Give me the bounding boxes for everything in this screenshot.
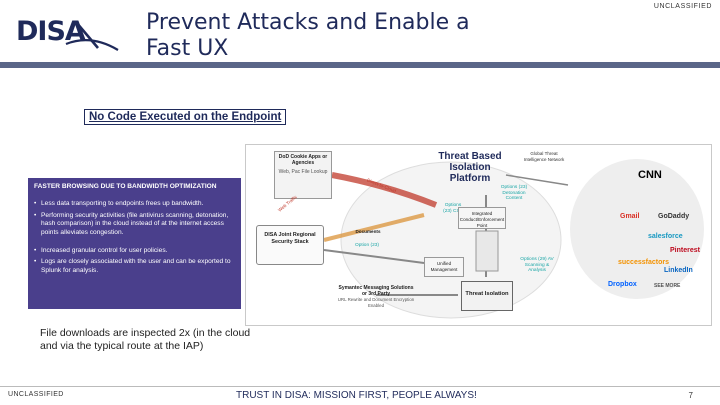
unified-management-box: Unified Management — [424, 257, 464, 277]
benefits-list-1: Less data transporting to endpoints free… — [34, 200, 235, 237]
threat-isolation-platform-label: Threat Based Isolation Platform — [438, 151, 502, 184]
integrated-conduit-box: Integrated Conduct/Enforcement Point — [458, 207, 506, 229]
diagram-connectors — [323, 161, 569, 319]
dod-agencies-box: DoD Cookie Apps or Agencies Web, Pac Fil… — [274, 151, 332, 199]
classification-top: UNCLASSIFIED — [653, 3, 712, 10]
option-23-left: Option (23) — [355, 243, 379, 248]
list-item: Increased granular control for user poli… — [34, 247, 235, 256]
symantec-subtitle: URL Rewrite and Document Encryption Enab… — [337, 297, 415, 308]
symantec-messaging-box: Symantec Messaging Solutions or 3rd Part… — [336, 285, 416, 309]
logo-linkedin: LinkedIn — [664, 267, 693, 274]
threat-isolation-box: Threat Isolation — [461, 281, 513, 311]
benefits-list-2: Increased granular control for user poli… — [34, 247, 235, 275]
see-more-link: SEE MORE — [654, 283, 681, 289]
section-subtitle: No Code Executed on the Endpoint — [84, 109, 287, 125]
documents-label: Documents — [355, 229, 381, 234]
logo-pinterest: Pinterest — [670, 247, 700, 254]
list-item: Logs are closely associated with the use… — [34, 258, 235, 275]
page-number: 7 — [688, 391, 693, 400]
list-item: Performing security activities (file ant… — [34, 212, 235, 237]
global-threat-network-label: Global Threat Intelligence Network — [523, 151, 565, 162]
title-line-2: Fast UX — [146, 36, 229, 61]
joint-regional-stack-box: DISA Joint Regional Security Stack — [256, 225, 324, 265]
list-item: Less data transporting to endpoints free… — [34, 200, 235, 209]
page-title: Prevent Attacks and Enable a Fast UX — [146, 10, 526, 62]
dod-box-title: DoD Cookie Apps or Agencies — [278, 154, 328, 166]
dod-box-subtitle: Web, Pac File Lookup — [278, 169, 328, 175]
option-23-top: Options (23) Detonation Content — [500, 185, 528, 201]
cloud-circle — [570, 159, 704, 299]
logo-cnn: CNN — [638, 169, 662, 181]
benefits-box: FASTER BROWSING DUE TO BANDWIDTH OPTIMIZ… — [28, 178, 241, 309]
option-29-label: Options (29) AV Scanning & Analysis — [520, 257, 554, 273]
footer-divider — [0, 386, 720, 387]
download-note: File downloads are inspected 2x (in the … — [40, 327, 251, 352]
header-divider — [0, 62, 720, 68]
logo-dropbox: Dropbox — [608, 281, 637, 288]
option-23-mid: Options (23) CSS — [443, 203, 463, 214]
footer-tagline: TRUST IN DISA: MISSION FIRST, PEOPLE ALW… — [236, 390, 477, 401]
logo-gmail: Gmail — [620, 213, 640, 220]
logo-salesforce: salesforce — [648, 233, 683, 240]
disa-logo: DISA — [16, 14, 126, 54]
title-line-1: Prevent Attacks and Enable a — [146, 10, 470, 35]
architecture-diagram: DoD Cookie Apps or Agencies Web, Pac Fil… — [245, 144, 712, 326]
cloud-services-logos: CNN Gmail GoDaddy salesforce Pinterest D… — [568, 155, 708, 317]
logo-successfactors: successfactors — [618, 259, 669, 266]
logo-swoosh-icon — [65, 21, 119, 51]
benefits-heading: FASTER BROWSING DUE TO BANDWIDTH OPTIMIZ… — [34, 183, 217, 190]
classification-bottom: UNCLASSIFIED — [8, 391, 64, 398]
logo-godaddy: GoDaddy — [658, 213, 690, 220]
symantec-title: Symantec Messaging Solutions or 3rd Part… — [338, 285, 414, 297]
